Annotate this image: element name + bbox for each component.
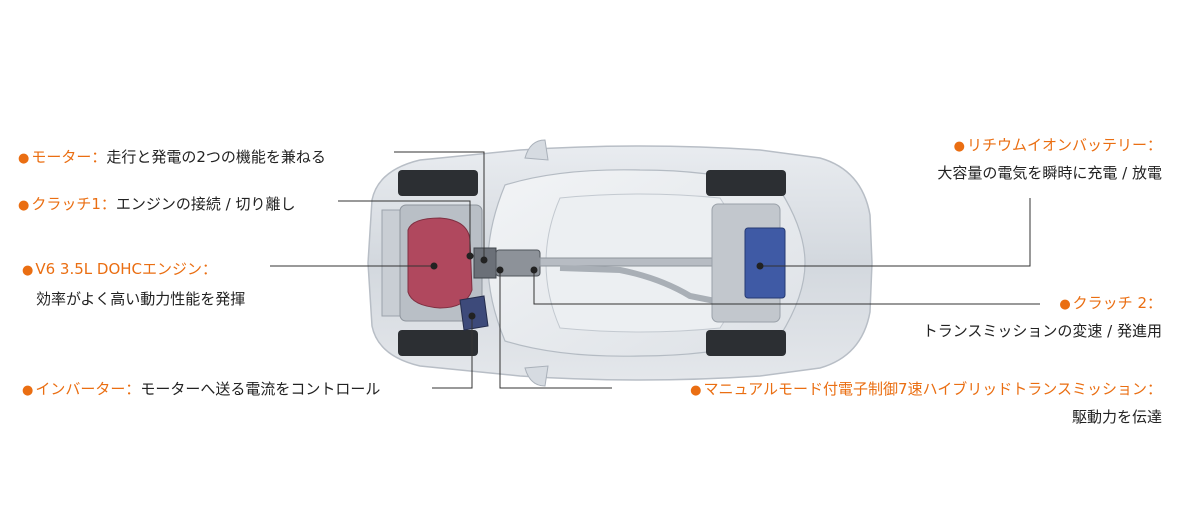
wheel-front-bottom [398, 330, 478, 356]
dot-transmission [496, 266, 504, 274]
label-clutch1: ●クラッチ1：エンジンの接続 / 切り離し [18, 195, 296, 213]
clutch1-desc: エンジンの接続 / 切り離し [115, 195, 296, 213]
leader-inverter [432, 316, 473, 389]
inverter-unit [459, 295, 489, 331]
dot-battery [756, 262, 764, 270]
dot-inverter [468, 312, 476, 320]
dot-clutch1 [466, 252, 474, 260]
engine-desc: 効率がよく高い動力性能を発揮 [36, 290, 246, 308]
wheel-front-top [398, 170, 478, 196]
battery-name: リチウムイオンバッテリー [966, 136, 1147, 154]
bullet-icon: ● [1059, 297, 1071, 312]
motor-desc: 走行と発電の2つの機能を兼ねる [106, 148, 326, 166]
leader-dots [430, 252, 764, 320]
inverter-name: インバーター [35, 380, 126, 398]
dot-clutch2 [530, 266, 538, 274]
transmission-name: マニュアルモード付電子制御7速ハイブリッドトランスミッション [703, 380, 1147, 398]
bullet-icon: ● [18, 198, 30, 213]
leader-clutch2 [533, 270, 1040, 305]
label-battery: ●リチウムイオンバッテリー： 大容量の電気を瞬時に充電 / 放電 [937, 136, 1162, 182]
label-motor: ●モーター：走行と発電の2つの機能を兼ねる [18, 148, 326, 166]
engine-name: V6 3.5L DOHCエンジン [35, 260, 203, 278]
label-transmission: ●マニュアルモード付電子制御7速ハイブリッドトランスミッション： 駆動力を伝達 [690, 380, 1162, 426]
bullet-icon: ● [18, 151, 30, 166]
bullet-icon: ● [690, 383, 702, 398]
battery-pack [744, 227, 786, 299]
mirror-top [524, 139, 549, 161]
bullet-icon: ● [953, 139, 965, 154]
label-inverter: ●インバーター：モーターへ送る電流をコントロール [22, 380, 381, 398]
mirror-bottom [524, 365, 549, 387]
clutch1-name: クラッチ1 [31, 195, 101, 213]
motor-name: モーター [31, 148, 92, 166]
clutch2-name: クラッチ 2 [1072, 294, 1147, 312]
battery-desc: 大容量の電気を瞬時に充電 / 放電 [937, 164, 1162, 182]
driveshaft [539, 257, 721, 267]
wheel-rear-top [706, 170, 786, 196]
leader-motor [394, 151, 485, 260]
label-clutch2: ●クラッチ 2： トランスミッションの変速 / 発進用 [922, 294, 1162, 340]
leader-transmission [499, 270, 612, 389]
leader-clutch1 [338, 200, 471, 256]
exhaust [559, 265, 721, 305]
bullet-icon: ● [22, 263, 34, 278]
dot-engine [430, 262, 438, 270]
clutch2-desc: トランスミッションの変速 / 発進用 [922, 322, 1162, 340]
bullet-icon: ● [22, 383, 34, 398]
transmission-desc: 駆動力を伝達 [1071, 408, 1162, 426]
wheel-rear-bottom [706, 330, 786, 356]
inverter-desc: モーターへ送る電流をコントロール [140, 380, 381, 398]
leader-battery [760, 198, 1031, 267]
dot-motor [480, 256, 488, 264]
label-engine: ●V6 3.5L DOHCエンジン： 効率がよく高い動力性能を発揮 [22, 260, 246, 308]
engine-block [407, 217, 473, 309]
radiator [381, 209, 401, 317]
leader-lines [270, 151, 1040, 389]
